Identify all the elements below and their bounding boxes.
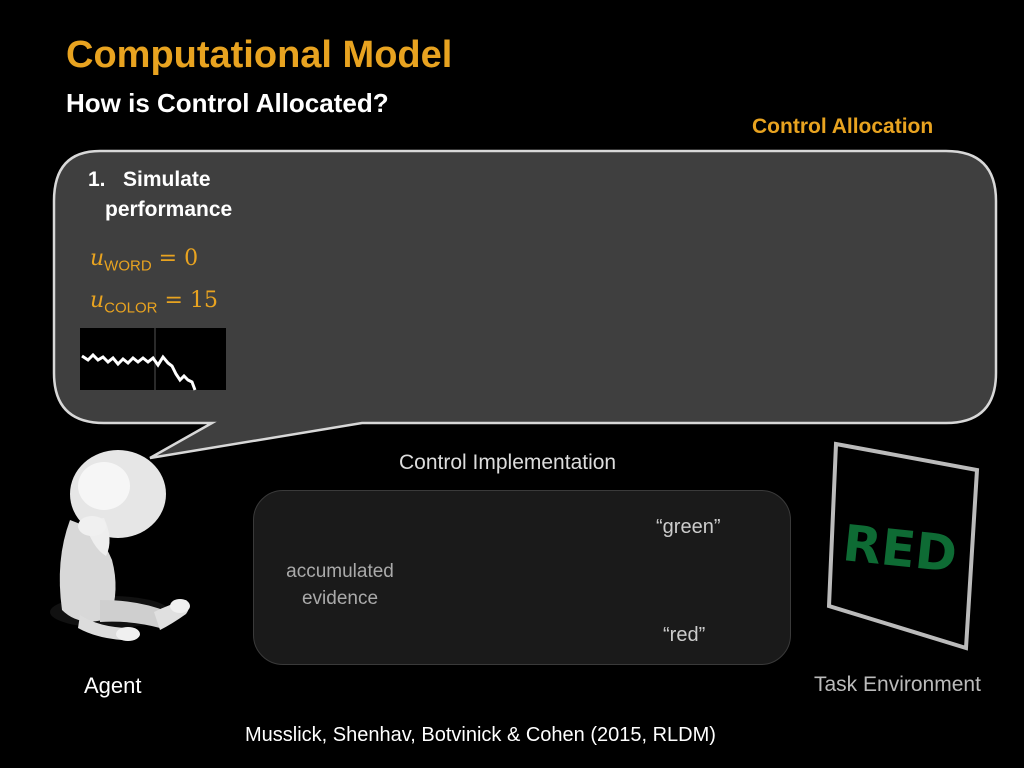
u-word-equation: uWORD = 0 xyxy=(90,246,198,274)
u-word-subscript: WORD xyxy=(104,257,152,275)
u-color-symbol: u xyxy=(90,288,105,313)
u-color-subscript: COLOR xyxy=(104,299,158,317)
accumulated-evidence-label: accumulated evidence xyxy=(272,558,408,612)
simulated-performance-plot xyxy=(80,328,226,391)
u-word-equals: = xyxy=(158,246,185,271)
accumulated-label-line1: accumulated xyxy=(286,561,394,582)
stimulus-word: RED xyxy=(840,514,960,584)
task-environment-label: Task Environment xyxy=(814,673,981,696)
response-green-label: “green” xyxy=(656,516,721,538)
page-title: Computational Model xyxy=(66,34,453,76)
accumulated-label-line2: evidence xyxy=(301,588,379,609)
u-word-symbol: u xyxy=(90,246,105,271)
control-allocation-label: Control Allocation xyxy=(752,115,934,138)
simulated-trace xyxy=(81,352,197,391)
u-color-value: 15 xyxy=(189,288,218,313)
page-subtitle: How is Control Allocated? xyxy=(66,88,389,118)
step-simulate-performance: 1. Simulate performance xyxy=(88,165,232,225)
agent-label: Agent xyxy=(84,673,142,698)
step-number: 1. xyxy=(88,168,106,191)
agent-figure xyxy=(50,450,190,641)
step-line2: performance xyxy=(105,198,233,221)
control-implementation-box xyxy=(253,490,791,665)
u-color-equation: uCOLOR = 15 xyxy=(90,288,218,316)
response-red-label: “red” xyxy=(663,624,706,646)
citation: Musslick, Shenhav, Botvinick & Cohen (20… xyxy=(245,724,716,746)
u-color-equals: = xyxy=(164,288,190,313)
control-implementation-label: Control Implementation xyxy=(399,451,617,474)
step-line1: Simulate xyxy=(123,168,211,191)
speech-bubble xyxy=(52,149,998,460)
task-stimulus-card: RED xyxy=(826,441,980,651)
u-word-value: 0 xyxy=(184,246,199,271)
